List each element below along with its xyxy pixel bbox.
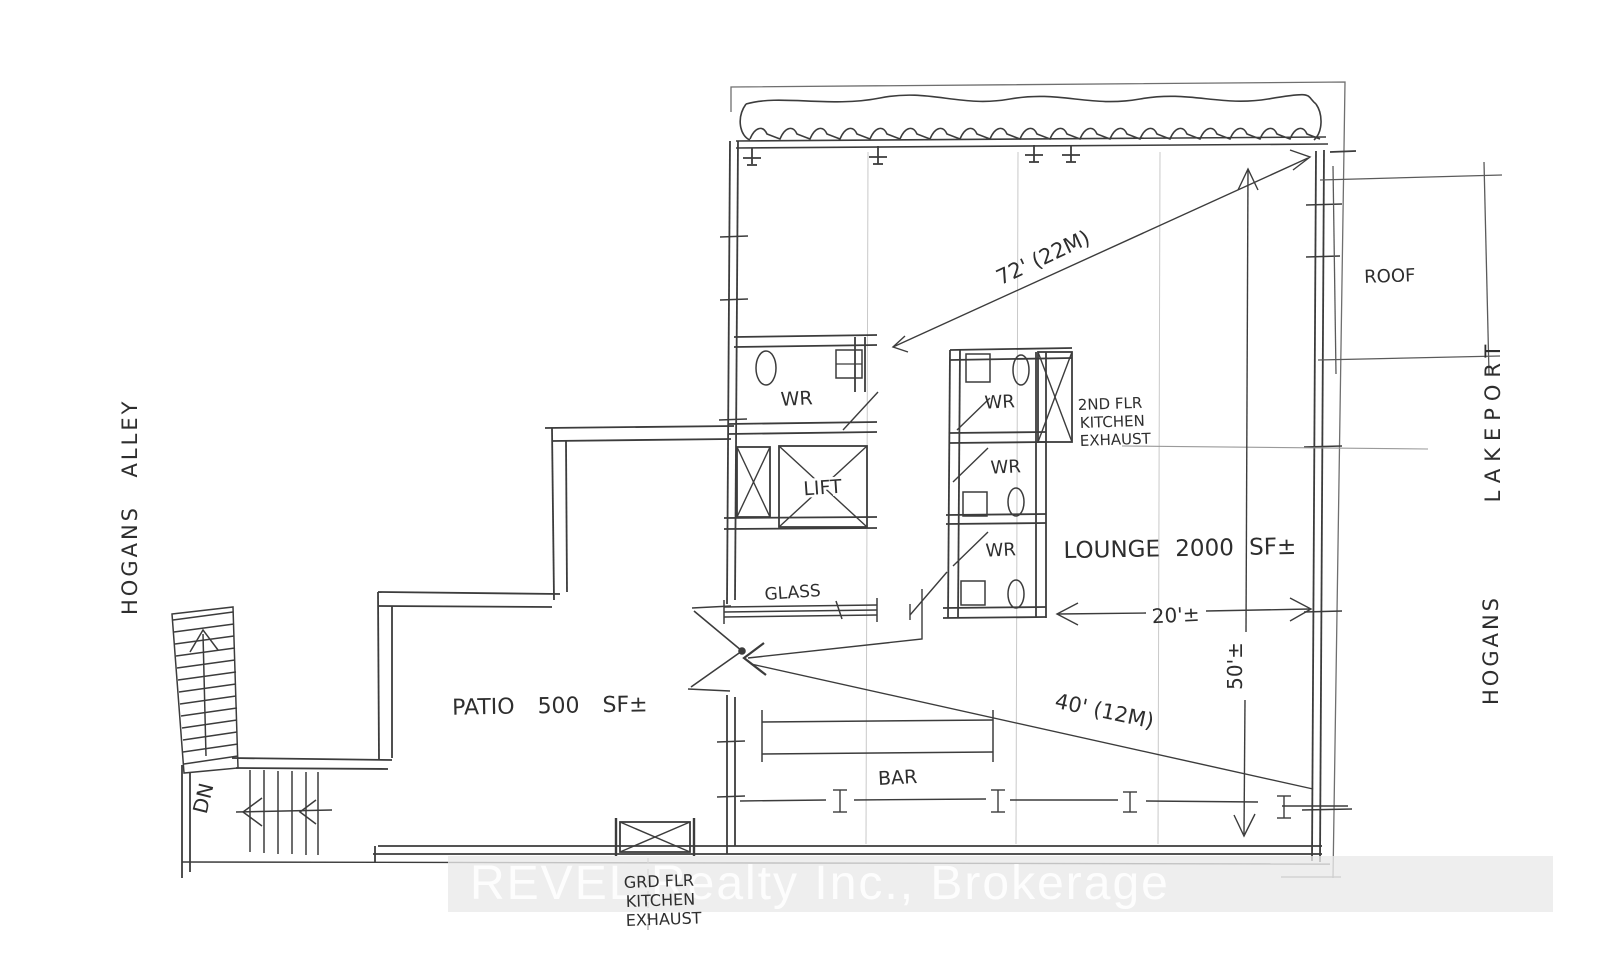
washroom-left: [727, 334, 879, 435]
bar-counter: [761, 710, 994, 762]
sink-icon: [965, 353, 991, 383]
canopy-anchor-icons: [743, 145, 1080, 166]
arrowhead-icon: [891, 335, 909, 353]
svg-text:KITCHEN: KITCHEN: [625, 890, 695, 911]
washroom-1-label: WR: [984, 391, 1015, 414]
beam-tick-icon: [833, 789, 847, 813]
bar-label: BAR: [878, 766, 918, 790]
dimension-diagonal-lower-label: 40' (12M): [1053, 689, 1156, 733]
dimension-width: [1055, 597, 1313, 626]
patio-boundary: [181, 425, 735, 878]
toilet-icon: [755, 350, 777, 386]
washroom-stack: [909, 347, 1073, 620]
exterior-walls: [181, 140, 1357, 865]
washroom-2-label: WR: [990, 456, 1021, 479]
arrowhead-icon: [1289, 597, 1313, 622]
arrowhead-icon: [1233, 813, 1256, 838]
washroom-3-label: WR: [985, 539, 1016, 562]
wall-ticks: [716, 203, 1353, 811]
dimension-width-label: 20'±: [1151, 602, 1200, 628]
glass-label: GLASS: [764, 581, 822, 605]
svg-text:EXHAUST: EXHAUST: [625, 908, 702, 930]
watermark-band: [448, 856, 1553, 912]
stairs-down-arrow-icon: [241, 797, 263, 827]
stairs-lower-flight: [235, 770, 333, 855]
stairs-upper-flight: [171, 606, 239, 774]
watermark-text: REVEL Realty Inc., Brokerage: [470, 857, 1170, 910]
street-hogans-alley-word-alley: ALLEY: [118, 399, 142, 478]
down-label: DN: [188, 781, 219, 816]
washroom-left-label: WR: [780, 387, 813, 411]
dimension-depth: [1233, 167, 1259, 838]
exhaust-2nd-note: 2ND FLR KITCHEN EXHAUST: [1078, 394, 1152, 450]
lift-label: LIFT: [803, 476, 843, 501]
entry-arrow-icon: [742, 642, 767, 676]
toilet-icon: [1012, 354, 1030, 386]
lift-shaft: [723, 445, 878, 530]
street-hogans-right: HOGANS: [1479, 595, 1503, 705]
street-labels: ALLEY HOGANS LAKEPORT HOGANS: [118, 338, 1505, 705]
beam-tick-icon: [1123, 791, 1137, 813]
arrowhead-icon: [1289, 149, 1312, 171]
toilet-icon: [1007, 579, 1025, 609]
roof-overhang-box: [1317, 161, 1503, 375]
dimension-diagonal-upper-label: 72' (22M): [992, 226, 1093, 290]
patio-label: PATIO 500 SF±: [452, 692, 648, 720]
arrowhead-icon: [1237, 167, 1259, 191]
canopy-band: [735, 93, 1329, 149]
svg-text:2ND FLR: 2ND FLR: [1078, 394, 1143, 414]
lounge-label: LOUNGE 2000 SF±: [1063, 534, 1296, 564]
beam-tick-icon: [991, 789, 1005, 813]
sink-icon: [960, 580, 986, 606]
interior-dashed-line: [739, 789, 1348, 819]
exhaust-grd-box: [614, 818, 696, 856]
dimension-depth-label: 50'±: [1223, 642, 1247, 690]
dimension-diagonal-lower: [750, 663, 1314, 790]
exhaust-reference-line: [1121, 445, 1429, 450]
toilet-icon: [1007, 487, 1025, 517]
watermark: REVEL Realty Inc., Brokerage: [448, 856, 1553, 912]
svg-text:KITCHEN: KITCHEN: [1080, 412, 1146, 432]
beam-tick-icon: [1277, 795, 1291, 819]
svg-text:EXHAUST: EXHAUST: [1080, 430, 1152, 450]
exhaust-grd-note: GRD FLR KITCHEN EXHAUST: [623, 871, 702, 930]
svg-text:GRD FLR: GRD FLR: [623, 871, 694, 892]
street-lakeport: LAKEPORT: [1481, 338, 1505, 503]
grid-lines: [865, 151, 1161, 845]
entry-notch: [687, 589, 923, 692]
street-hogans-alley-word-hogans: HOGANS: [118, 505, 142, 615]
arrowhead-icon: [1055, 602, 1079, 626]
stairs-up-arrow-icon: [189, 628, 219, 653]
glass-wall: [723, 598, 878, 624]
roof-label: ROOF: [1364, 265, 1416, 288]
sink-icon: [962, 491, 988, 517]
